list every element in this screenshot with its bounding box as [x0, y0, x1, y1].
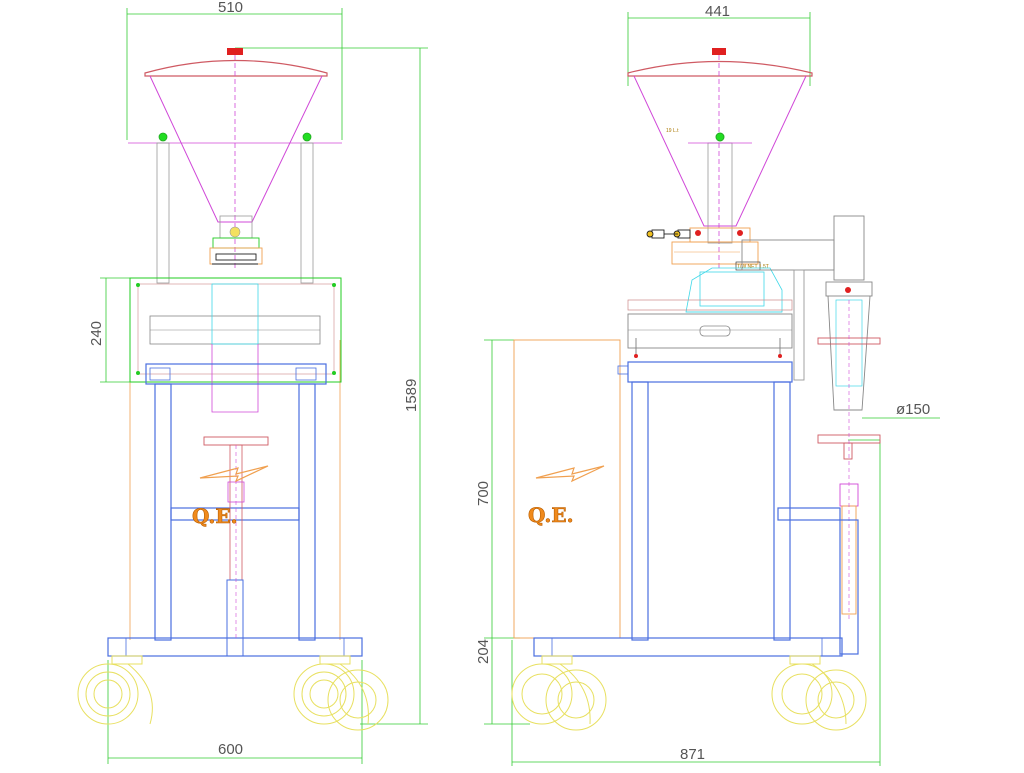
side-plate-note: T/W NET 1.5T	[737, 264, 769, 270]
side-view: 441 700 204 871 ø150 19 L.t	[475, 3, 940, 766]
front-section-height-label: 240	[88, 321, 105, 346]
side-casters	[511, 655, 867, 731]
side-base-height-label: 204	[475, 639, 492, 664]
front-lightning-icon	[199, 465, 269, 483]
side-scale-platform	[617, 299, 793, 375]
front-outlet	[203, 436, 269, 657]
side-filling-head	[817, 281, 881, 620]
side-hopper: 19 L.t	[627, 48, 813, 270]
side-base-width-label: 871	[680, 746, 705, 763]
side-hopper-note: 19 L.t	[666, 128, 679, 134]
front-top-width-label: 510	[218, 0, 243, 16]
side-frame-height-label: 700	[475, 481, 492, 506]
front-panel-outline	[129, 340, 341, 640]
side-logo: Q.E.	[528, 503, 574, 527]
side-hopper-lid	[627, 60, 813, 77]
front-hopper-cone	[149, 75, 323, 223]
side-outlet-diameter-label: ø150	[896, 401, 930, 418]
front-frame	[107, 363, 363, 657]
front-base-width-label: 600	[218, 741, 243, 758]
side-top-width-label: 441	[705, 3, 730, 20]
side-lid-knob	[712, 48, 726, 55]
side-dimensions	[484, 12, 940, 766]
side-arm	[741, 215, 865, 381]
front-top-bracket	[128, 132, 342, 284]
front-dimensions	[100, 8, 428, 764]
front-total-height-label: 1589	[403, 379, 420, 412]
side-head-screw-icon	[845, 287, 851, 293]
side-hopper-cone	[633, 75, 807, 227]
side-lightning-icon	[535, 465, 605, 483]
front-logo: Q.E.	[192, 504, 238, 528]
front-hopper	[144, 48, 328, 270]
side-valve-assembly: T/W NET 1.5T	[646, 227, 769, 271]
side-frame	[533, 361, 859, 657]
front-valve-assembly	[209, 237, 263, 265]
front-scale-box	[129, 277, 342, 413]
front-sight-glass-icon	[229, 226, 241, 238]
front-lid-knob	[227, 48, 243, 55]
front-casters	[77, 655, 389, 731]
side-load-cell	[685, 267, 783, 313]
side-panel	[513, 339, 621, 639]
front-hopper-lid	[144, 59, 328, 77]
front-view: 510 1589 240 600	[77, 0, 428, 764]
